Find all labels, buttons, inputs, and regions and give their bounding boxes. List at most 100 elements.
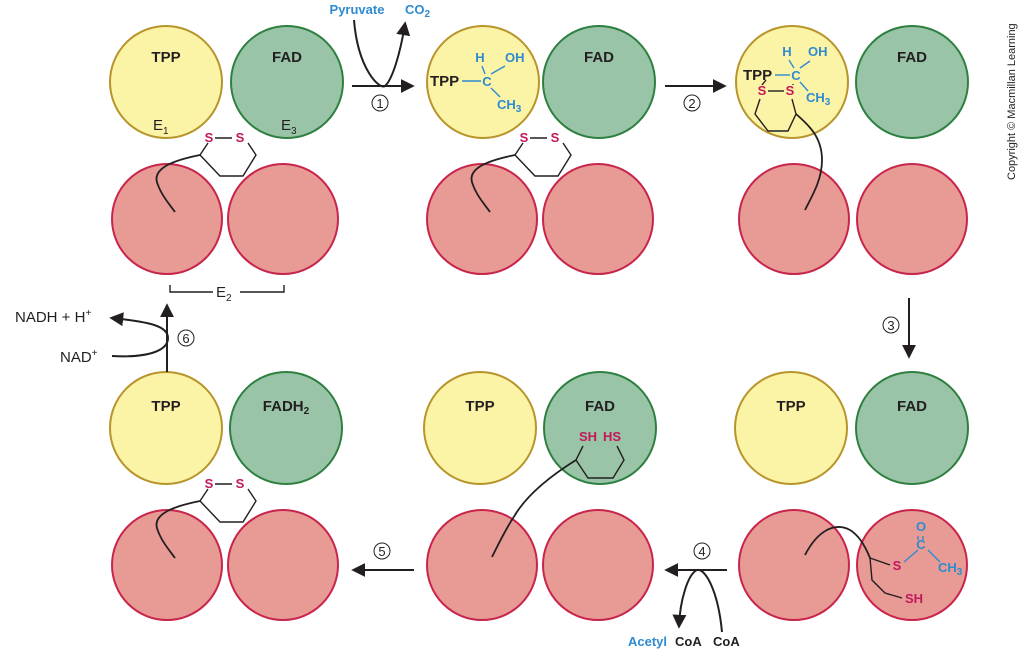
hydroxyl-label: OH [505,50,525,65]
nadh-label: NADH + H+ [15,308,91,326]
sulfur-label: S [236,476,245,491]
fad-label: FAD [897,49,927,66]
thiol-label: SH [905,591,923,606]
e2-enzyme [111,509,223,621]
lipoyl-ring [575,445,625,479]
e3-enzyme [855,25,969,139]
step-3-arrow: 3 [882,298,916,359]
e2-enzyme [738,163,850,275]
lipoyl-arm [491,459,577,558]
e1-enzyme [109,25,223,139]
thiol-label: SH [579,429,597,444]
pyruvate-label: Pyruvate [330,2,385,17]
e3-enzyme [542,25,656,139]
sulfur-label: S [893,558,902,573]
thiol-label: HS [603,429,621,444]
sulfur-label: S [205,130,214,145]
e1-enzyme [109,371,223,485]
carbonyl-carbon-label: C [916,537,926,552]
sulfur-label: S [758,83,767,98]
lipoyl-ring [199,142,257,177]
e1-label: E1 [153,117,169,137]
lipoyl-arm [155,500,201,559]
oxygen-label: O [916,519,926,534]
lipoyl-arm [155,154,201,213]
sulfur-label: S [786,83,795,98]
e2-label: E2 [216,284,232,304]
e2-enzyme [542,509,654,621]
e2-enzyme [227,509,339,621]
lipoyl-arm [795,113,823,211]
e3-enzyme [229,371,343,485]
e2-enzyme [738,509,850,621]
acetyl-label: Acetyl [628,634,667,649]
methyl-label: CH3 [497,97,522,115]
step-1-arrow: Pyruvate CO2 1 [330,2,431,112]
fad-label: FAD [272,49,302,66]
sulfur-label: S [551,130,560,145]
e3-enzyme [543,371,657,485]
lipoyl-arm [470,154,516,213]
e1-enzyme [426,25,540,139]
e3-label: E3 [281,117,297,137]
lipoyl-ring [199,488,257,523]
tpp-label: TPP [151,398,180,415]
lipoyl-ring [754,98,797,132]
step-5-number: 5 [378,544,385,559]
nad-label: NAD+ [60,348,98,366]
hydrogen-label: H [782,44,791,59]
hydrogen-label: H [475,50,484,65]
lipoyl-arm [804,526,871,559]
step-1-number: 1 [376,96,383,111]
state-2: FAD TPP C H OH CH3 S S [426,25,656,275]
lipoyl-chain [869,557,903,599]
sulfur-label: S [236,130,245,145]
sulfur-label: S [205,476,214,491]
e2-enzyme [542,163,654,275]
e2-enzyme [426,163,538,275]
co2-label: CO2 [405,2,431,20]
tpp-label: TPP [151,49,180,66]
state-1: TPP FAD E1 E3 S S [109,25,344,275]
hydroxyl-label: OH [808,44,828,59]
step-6-number: 6 [182,331,189,346]
step-5-arrow: 5 [351,542,414,577]
step-2-number: 2 [688,96,695,111]
carbon-label: C [482,74,492,89]
step-3-number: 3 [887,318,894,333]
e1-enzyme [734,371,848,485]
fadh2-label: FADH2 [263,398,310,417]
copyright-text: Copyright © Macmillan Learning [1006,23,1018,180]
coa-label: CoA [713,634,740,649]
e3-enzyme [855,371,969,485]
fad-label: FAD [897,398,927,415]
e2-bracket: E2 [169,284,285,304]
e2-enzyme [227,163,339,275]
acetyl-coa-label: CoA [675,634,702,649]
step-4-arrow: 4 Acetyl CoA CoA [628,542,740,649]
sulfur-label: S [520,130,529,145]
state-6: TPP FADH2 S S [109,371,343,621]
carbon-label: C [791,68,801,83]
tpp-label: TPP [776,398,805,415]
methyl-label: CH3 [938,560,963,578]
tpp-label: TPP [465,398,494,415]
e1-enzyme [423,371,537,485]
tpp-label: TPP [430,73,459,90]
tpp-label: TPP [743,67,772,84]
e2-enzyme [856,163,968,275]
state-4: TPP FAD S C O CH3 SH [734,371,969,621]
e2-enzyme [426,509,538,621]
step-2-arrow: 2 [665,79,727,112]
lipoyl-ring [514,142,572,177]
state-3: FAD TPP C H OH CH3 S S [735,25,969,275]
step-6-arrow: 6 NADH + H+ NAD+ [15,303,195,372]
fad-label: FAD [584,49,614,66]
e1-enzyme [735,25,849,139]
e2-enzyme [111,163,223,275]
state-5: TPP FAD SH HS [423,371,657,621]
fad-label: FAD [585,398,615,415]
methyl-label: CH3 [806,90,831,108]
e3-enzyme [230,25,344,139]
